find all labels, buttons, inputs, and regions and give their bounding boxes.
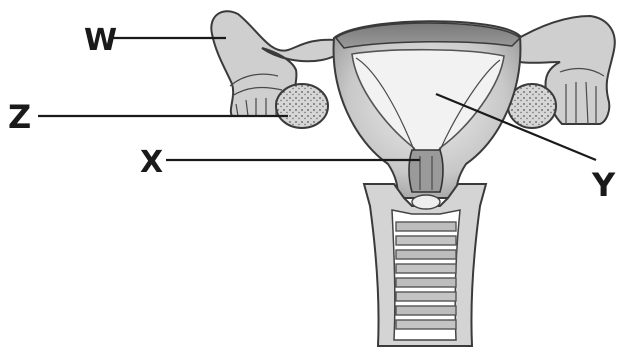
vagina	[364, 184, 486, 346]
cervix	[409, 150, 443, 192]
left-ovary	[276, 84, 328, 128]
label-z: Z	[8, 98, 31, 136]
label-w: W	[84, 23, 117, 58]
label-x: X	[140, 145, 163, 180]
label-y: Y	[591, 166, 616, 204]
